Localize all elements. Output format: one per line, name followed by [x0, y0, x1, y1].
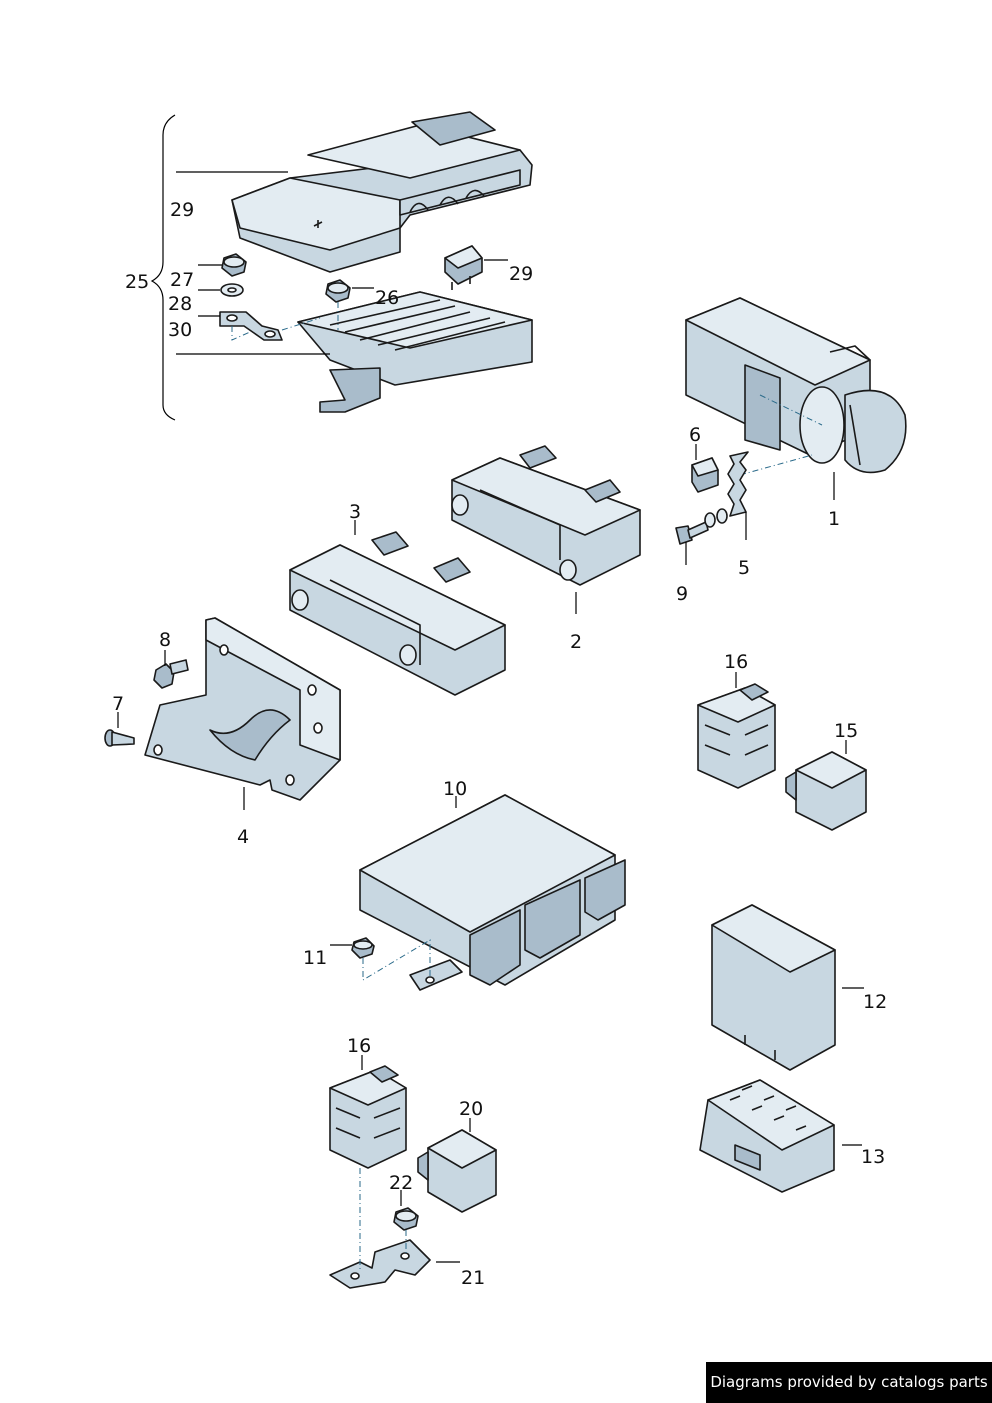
attribution-footer: Diagrams provided by catalogs parts: [706, 1362, 992, 1403]
control-unit-10[interactable]: [359, 794, 626, 991]
fuse-6[interactable]: [691, 457, 719, 493]
callout-29-cover: 29: [170, 199, 194, 221]
callout-12: 12: [863, 991, 887, 1013]
callout-28: 28: [168, 293, 192, 315]
nut-11[interactable]: [351, 937, 375, 959]
callout-29-fuse: 29: [509, 263, 533, 285]
callout-5: 5: [738, 557, 750, 579]
nut-26[interactable]: [325, 279, 351, 303]
callout-16-upper: 16: [724, 651, 748, 673]
callout-16-lower: 16: [347, 1035, 371, 1057]
callout-1: 1: [828, 508, 840, 530]
callout-10: 10: [443, 778, 467, 800]
bolt-9[interactable]: [675, 508, 728, 545]
relay-15[interactable]: [785, 751, 867, 831]
relay-socket-13[interactable]: [699, 1079, 835, 1193]
callout-11: 11: [303, 947, 327, 969]
callout-6: 6: [689, 424, 701, 446]
callout-labels: 29 29 25 27 28 30 26 1 6 5 9 2 3 8 7 4 1…: [112, 199, 887, 1289]
callout-21: 21: [461, 1267, 485, 1289]
callout-13: 13: [861, 1146, 885, 1168]
callout-9: 9: [676, 583, 688, 605]
nut-27[interactable]: [221, 253, 247, 277]
callout-8: 8: [159, 629, 171, 651]
screw-7[interactable]: [104, 729, 135, 747]
relay-socket-16-upper[interactable]: [697, 683, 776, 789]
blade-fuse[interactable]: [444, 245, 483, 290]
bus-bar-30[interactable]: [219, 311, 283, 341]
assembly-25-brace: [150, 114, 176, 421]
callout-25: 25: [125, 271, 149, 293]
callout-20: 20: [459, 1098, 483, 1120]
callout-22: 22: [389, 1172, 413, 1194]
control-unit-3[interactable]: [289, 531, 506, 696]
callout-7: 7: [112, 693, 124, 715]
callout-30: 30: [168, 319, 192, 341]
bracket-21[interactable]: [329, 1239, 431, 1289]
control-unit-1[interactable]: [685, 297, 907, 474]
callout-2: 2: [570, 631, 582, 653]
leader-lines: [117, 171, 864, 1263]
bracket-5[interactable]: [727, 451, 749, 517]
callout-4: 4: [237, 826, 249, 848]
callout-27: 27: [170, 269, 194, 291]
mounting-bracket-4[interactable]: [144, 617, 341, 801]
bolt-8[interactable]: [153, 659, 189, 689]
fuse-box-cover[interactable]: [231, 111, 533, 273]
control-unit-2[interactable]: [451, 445, 641, 586]
nut-22[interactable]: [393, 1207, 419, 1231]
relay-20[interactable]: [417, 1129, 497, 1213]
callout-3: 3: [349, 501, 361, 523]
relay-socket-16-lower[interactable]: [329, 1065, 407, 1169]
callout-15: 15: [834, 720, 858, 742]
relay-12[interactable]: [711, 904, 836, 1071]
callout-26: 26: [375, 287, 399, 309]
washer-28[interactable]: [220, 283, 244, 297]
fuse-carrier-base[interactable]: [297, 291, 533, 413]
